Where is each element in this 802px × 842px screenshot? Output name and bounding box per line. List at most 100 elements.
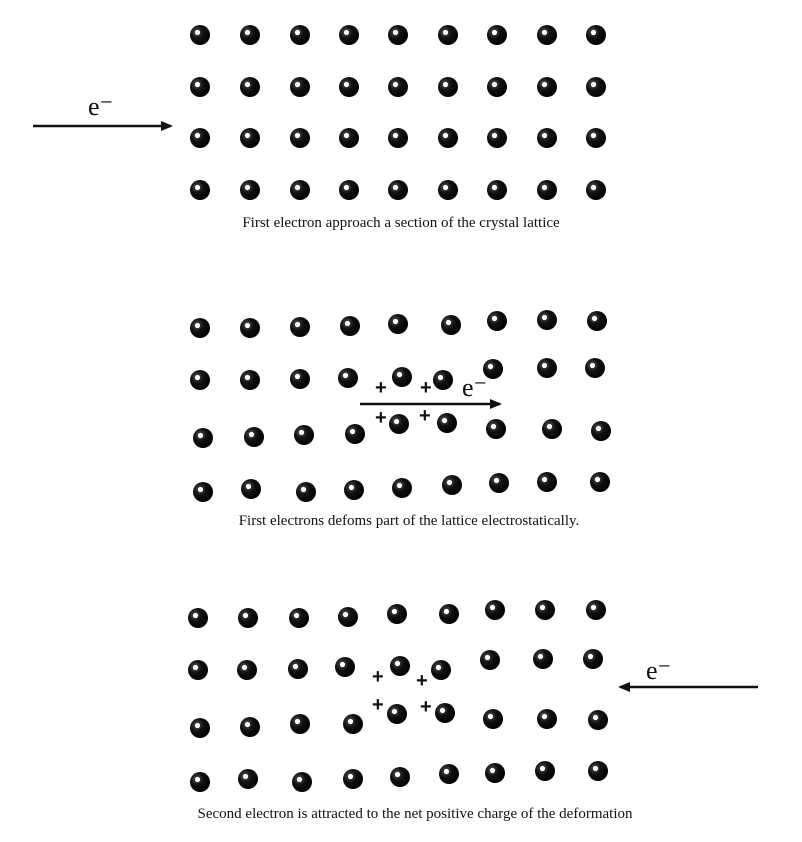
positive-charge-p3-2: +	[372, 694, 384, 716]
lattice-ion-p2-r2-c7	[542, 419, 562, 439]
lattice-ion-p1-r0-c8	[586, 25, 606, 45]
lattice-ion-p2-r3-c5	[442, 475, 462, 495]
lattice-ion-p2-r0-c0	[190, 318, 210, 338]
lattice-ion-p3-r0-c3	[338, 607, 358, 627]
lattice-ion-p1-r1-c3	[339, 77, 359, 97]
lattice-ion-p3-r3-c2	[292, 772, 312, 792]
lattice-ion-p1-r0-c7	[537, 25, 557, 45]
lattice-ion-p1-r0-c2	[290, 25, 310, 45]
lattice-ion-p1-r2-c8	[586, 128, 606, 148]
positive-charge-p3-3: +	[420, 696, 432, 718]
lattice-ion-p3-r0-c1	[238, 608, 258, 628]
lattice-ion-p3-r3-c3	[343, 769, 363, 789]
lattice-ion-p2-r1-c6	[483, 359, 503, 379]
lattice-ion-p2-r1-c4	[392, 367, 412, 387]
lattice-ion-p3-r2-c5	[435, 703, 455, 723]
lattice-ion-p2-r1-c0	[190, 370, 210, 390]
positive-charge-p3-0: +	[372, 666, 384, 688]
lattice-ion-p1-r3-c6	[487, 180, 507, 200]
lattice-ion-p3-r1-c1	[237, 660, 257, 680]
lattice-ion-p1-r1-c8	[586, 77, 606, 97]
lattice-ion-p3-r1-c5	[431, 660, 451, 680]
lattice-ion-p1-r2-c1	[240, 128, 260, 148]
lattice-ion-p3-r0-c7	[535, 600, 555, 620]
lattice-ion-p2-r3-c0	[193, 482, 213, 502]
lattice-ion-p3-r0-c6	[485, 600, 505, 620]
lattice-ion-p2-r1-c5	[433, 370, 453, 390]
lattice-ion-p3-r3-c0	[190, 772, 210, 792]
lattice-ion-p3-r2-c1	[240, 717, 260, 737]
electron-label-3: e⁻	[646, 656, 671, 685]
lattice-ion-p3-r0-c5	[439, 604, 459, 624]
lattice-ion-p3-r2-c0	[190, 718, 210, 738]
lattice-ion-p3-r0-c2	[289, 608, 309, 628]
lattice-ion-p3-r0-c4	[387, 604, 407, 624]
lattice-ion-p3-r1-c0	[188, 660, 208, 680]
lattice-ion-p1-r3-c1	[240, 180, 260, 200]
lattice-ion-p2-r2-c3	[345, 424, 365, 444]
lattice-ion-p1-r2-c0	[190, 128, 210, 148]
lattice-ion-p1-r1-c4	[388, 77, 408, 97]
lattice-ion-p3-r3-c6	[485, 763, 505, 783]
positive-charge-p2-1: +	[420, 377, 432, 399]
lattice-ion-p1-r3-c5	[438, 180, 458, 200]
lattice-ion-p1-r3-c0	[190, 180, 210, 200]
panel-2-caption: First electrons defoms part of the latti…	[238, 513, 580, 529]
lattice-ion-p1-r2-c3	[339, 128, 359, 148]
lattice-ion-p3-r1-c3	[335, 657, 355, 677]
positive-charge-p3-1: +	[416, 670, 428, 692]
lattice-ion-p2-r2-c8	[591, 421, 611, 441]
lattice-ion-p2-r0-c7	[537, 310, 557, 330]
lattice-ion-p1-r0-c3	[339, 25, 359, 45]
lattice-ion-p1-r1-c5	[438, 77, 458, 97]
lattice-ion-p2-r1-c1	[240, 370, 260, 390]
lattice-ion-p1-r1-c6	[487, 77, 507, 97]
lattice-ion-p3-r1-c7	[533, 649, 553, 669]
lattice-ion-p3-r1-c6	[480, 650, 500, 670]
lattice-ion-p2-r0-c4	[388, 314, 408, 334]
lattice-ion-p3-r2-c6	[483, 709, 503, 729]
lattice-ion-p3-r3-c4	[390, 767, 410, 787]
lattice-ion-p3-r2-c8	[588, 710, 608, 730]
lattice-ion-p1-r3-c3	[339, 180, 359, 200]
lattice-ion-p2-r1-c2	[290, 369, 310, 389]
lattice-ion-p2-r1-c8	[585, 358, 605, 378]
lattice-ion-p1-r1-c2	[290, 77, 310, 97]
lattice-ion-p2-r2-c5	[437, 413, 457, 433]
lattice-ion-p3-r2-c3	[343, 714, 363, 734]
positive-charge-p2-0: +	[375, 377, 387, 399]
lattice-ion-p1-r3-c4	[388, 180, 408, 200]
lattice-ion-p1-r0-c5	[438, 25, 458, 45]
lattice-ion-p1-r2-c6	[487, 128, 507, 148]
lattice-ion-p2-r3-c4	[392, 478, 412, 498]
lattice-ion-p3-r1-c4	[390, 656, 410, 676]
lattice-ion-p1-r3-c2	[290, 180, 310, 200]
electron-label-2: e⁻	[462, 373, 487, 402]
lattice-ion-p2-r0-c5	[441, 315, 461, 335]
lattice-ion-p3-r3-c7	[535, 761, 555, 781]
lattice-ion-p3-r3-c1	[238, 769, 258, 789]
lattice-ion-p2-r3-c7	[537, 472, 557, 492]
lattice-ion-p2-r3-c2	[296, 482, 316, 502]
lattice-ion-p2-r0-c3	[340, 316, 360, 336]
lattice-ion-p1-r2-c5	[438, 128, 458, 148]
electron-label-1: e⁻	[88, 92, 113, 121]
lattice-ion-p2-r1-c3	[338, 368, 358, 388]
lattice-ion-p2-r0-c6	[487, 311, 507, 331]
lattice-ion-p3-r2-c2	[290, 714, 310, 734]
lattice-ion-p1-r3-c8	[586, 180, 606, 200]
lattice-ion-p1-r1-c7	[537, 77, 557, 97]
lattice-ion-p2-r0-c8	[587, 311, 607, 331]
lattice-ion-p2-r2-c6	[486, 419, 506, 439]
lattice-ion-p1-r0-c0	[190, 25, 210, 45]
lattice-ion-p2-r2-c2	[294, 425, 314, 445]
lattice-ion-p2-r3-c1	[241, 479, 261, 499]
panel-3-caption: Second electron is attracted to the net …	[197, 806, 633, 822]
lattice-ion-p3-r1-c8	[583, 649, 603, 669]
panel-1-caption: First electron approach a section of the…	[242, 215, 560, 231]
lattice-ion-p1-r2-c2	[290, 128, 310, 148]
lattice-ion-p1-r1-c0	[190, 77, 210, 97]
lattice-ion-p1-r1-c1	[240, 77, 260, 97]
lattice-ion-p3-r3-c8	[588, 761, 608, 781]
